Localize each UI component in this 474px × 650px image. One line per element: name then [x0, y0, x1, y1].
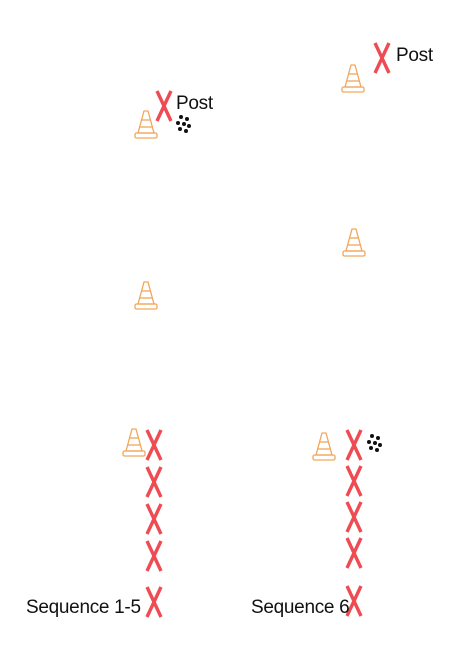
- cone-icon: [134, 281, 158, 310]
- player-marker: [145, 429, 163, 461]
- post-marker: [155, 90, 173, 122]
- post-marker: [373, 42, 391, 74]
- player-marker: [145, 540, 163, 572]
- player-marker: [345, 585, 363, 617]
- player-marker: [145, 466, 163, 498]
- player-marker: [345, 537, 363, 569]
- player-marker: [345, 465, 363, 497]
- ball-group-icon: [176, 115, 191, 133]
- player-marker: [345, 429, 363, 461]
- sequence-caption: Sequence 6: [251, 597, 349, 618]
- post-label: Post: [176, 93, 214, 114]
- cone-icon: [122, 428, 146, 457]
- player-marker: [345, 501, 363, 533]
- cone-icon: [134, 110, 158, 139]
- panel-sequence-6: Post Sequence 6: [251, 42, 434, 618]
- cone-icon: [342, 228, 366, 257]
- ball-group-icon: [367, 434, 382, 452]
- panel-sequence-1-5: Post Sequence 1-5: [26, 90, 214, 618]
- cone-icon: [341, 64, 365, 93]
- sequence-caption: Sequence 1-5: [26, 597, 141, 618]
- player-marker: [145, 503, 163, 535]
- player-marker: [145, 586, 163, 618]
- cone-icon: [312, 432, 336, 461]
- post-label: Post: [396, 45, 434, 66]
